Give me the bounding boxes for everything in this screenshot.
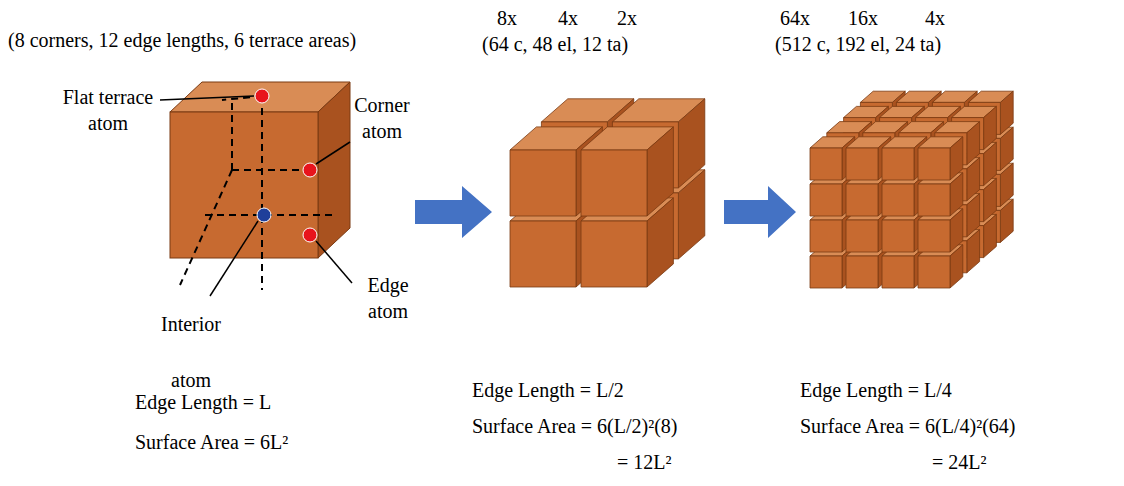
cube-face xyxy=(1000,199,1013,242)
cube-face xyxy=(950,173,963,216)
text-label: Surface Area = 6(L/2)²(8) xyxy=(472,414,678,438)
text-label: (64 c, 48 el, 12 ta) xyxy=(482,32,628,56)
cube-face xyxy=(950,245,963,288)
text-label: = 12L² xyxy=(617,450,672,474)
cube-face xyxy=(882,184,914,216)
cube-face xyxy=(967,158,980,201)
cube-face xyxy=(882,256,914,288)
cube-face xyxy=(984,178,997,221)
text-label: Edge Length = L/4 xyxy=(800,378,952,402)
text-label: Edge Length = L xyxy=(135,390,271,414)
text-label: Flat terrace atom xyxy=(52,84,164,136)
cube-face xyxy=(581,221,647,287)
text-label: Edge atom xyxy=(356,272,420,324)
cube-face xyxy=(810,256,842,288)
cube-face xyxy=(984,142,997,185)
text-label: Surface Area = 6(L/4)²(64) xyxy=(800,414,1016,438)
text-label: 4x xyxy=(558,6,578,30)
cube-face xyxy=(510,221,576,287)
cube-face xyxy=(810,220,842,252)
cube-face xyxy=(918,148,950,180)
cube-face xyxy=(950,137,963,180)
text-label: Edge Length = L/2 xyxy=(472,378,624,402)
cube-face xyxy=(967,194,980,237)
process-arrow xyxy=(415,186,492,238)
cube-face xyxy=(918,256,950,288)
cube-face xyxy=(918,220,950,252)
cube-face xyxy=(918,184,950,216)
cube-face xyxy=(967,230,980,273)
text-label: 4x xyxy=(925,6,945,30)
cube-face xyxy=(882,220,914,252)
cube-cluster-64 xyxy=(810,91,1013,288)
cube-face xyxy=(846,184,878,216)
cube-face xyxy=(846,148,878,180)
cube-face xyxy=(984,214,997,257)
text-label: = 24L² xyxy=(932,450,987,474)
text-label: (8 corners, 12 edge lengths, 6 terrace a… xyxy=(8,28,356,52)
cube-face xyxy=(1000,163,1013,206)
cube-face xyxy=(810,184,842,216)
text-label: 64x xyxy=(780,6,810,30)
process-arrow xyxy=(724,186,796,238)
cube-face xyxy=(678,99,704,188)
cube-face xyxy=(846,220,878,252)
text-label: 2x xyxy=(617,6,637,30)
text-label: (512 c, 192 el, 24 ta) xyxy=(775,32,941,56)
cube-face xyxy=(846,256,878,288)
cube-face xyxy=(510,150,576,216)
single-cube xyxy=(170,82,350,290)
cube-face xyxy=(1000,91,1013,134)
text-label: 8x xyxy=(497,6,517,30)
text-label: Surface Area = 6L² xyxy=(135,430,288,454)
leader-lines xyxy=(160,96,352,296)
cube-face xyxy=(647,127,673,216)
cube-face xyxy=(882,148,914,180)
text-label: Corner atom xyxy=(346,92,418,144)
cube-face xyxy=(950,209,963,252)
cube-face xyxy=(581,150,647,216)
cube-face xyxy=(967,122,980,165)
cube-face xyxy=(810,148,842,180)
cube-cluster-8 xyxy=(510,99,705,287)
cube-face xyxy=(984,106,997,149)
cube-face xyxy=(1000,127,1013,170)
text-label: 16x xyxy=(848,6,878,30)
